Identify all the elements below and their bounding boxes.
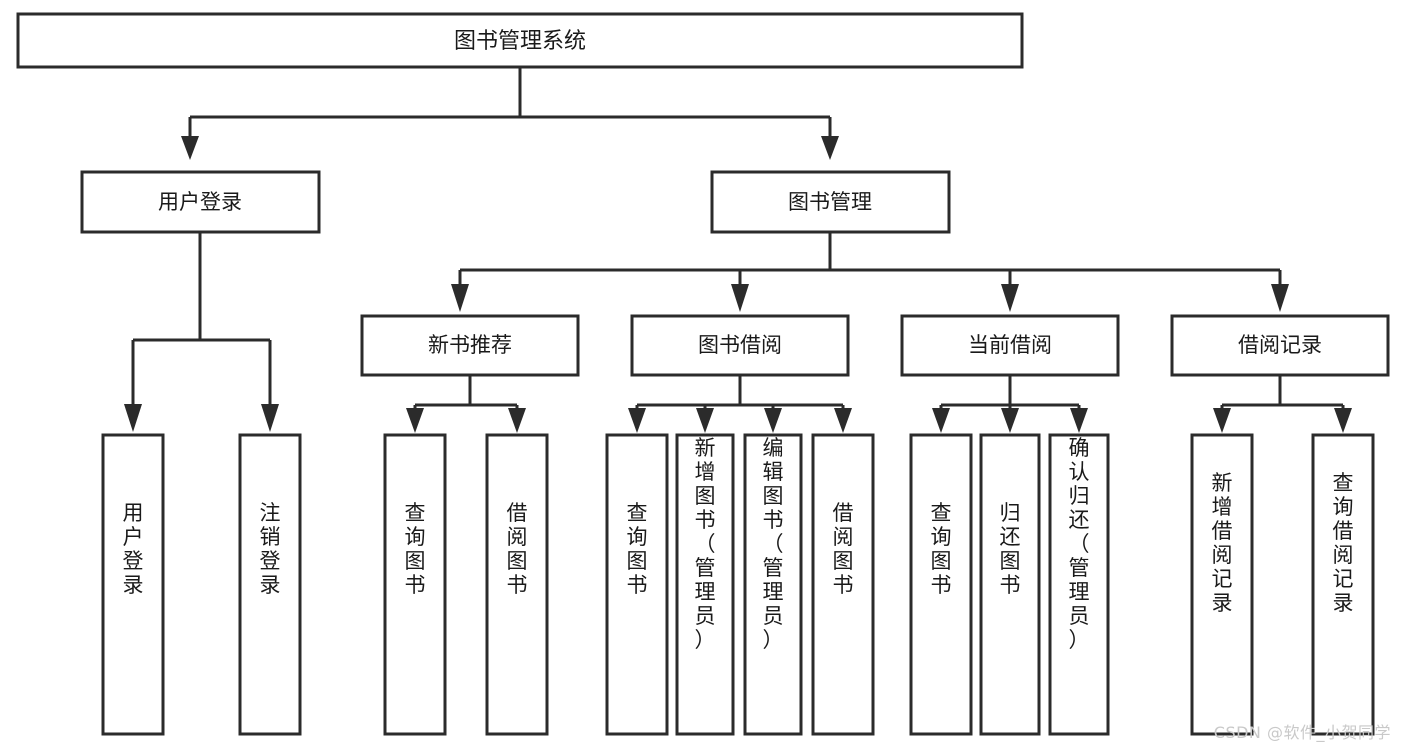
leaf-node-bb-borrow-book-box[interactable] [811,433,875,736]
leaf-node-bb-edit-book-box[interactable] [743,433,803,736]
node-book-manage-label: 图书管理 [788,190,872,214]
connector-group-user-login-to-leaves [124,232,279,432]
node-current-borrow-label: 当前借阅 [968,333,1052,357]
arrow-head-current-borrow [1001,284,1019,312]
leaf-node-nb-borrow-book-label: 借阅图书 [507,501,528,597]
connector-group-book-manage-to-level3 [451,232,1289,312]
arrow-head-book-manage [821,136,839,160]
leaf-node-br-add-record[interactable]: 新增借阅记录 [1190,433,1254,736]
leaf-node-bb-query-book-label: 查询图书 [627,501,648,597]
leaf-node-cb-return-book-label: 归还图书 [1000,501,1021,597]
node-root-system[interactable]: 图书管理系统 [16,12,1024,69]
arrow-head-new-book [451,284,469,312]
node-current-borrow-box[interactable] [900,314,1120,377]
leaf-node-logout[interactable]: 注销登录 [238,433,302,736]
node-user-login-box[interactable] [80,170,321,234]
connector-group-new-book-to-leaves [406,375,526,433]
leaf-node-bb-borrow-book[interactable]: 借阅图书 [811,433,875,736]
leaf-node-bb-add-book-box[interactable] [675,433,735,736]
leaf-node-nb-query-book-box[interactable] [383,433,447,736]
leaf-node-cb-return-book-box[interactable] [979,433,1041,736]
leaf-node-bb-add-book[interactable]: 新增图书（管理员） [675,433,735,736]
leaf-node-nb-borrow-book-box[interactable] [485,433,549,736]
node-book-borrow-box[interactable] [630,314,850,377]
node-new-book-recommend[interactable]: 新书推荐 [360,314,580,377]
leaf-node-br-add-record-label: 新增借阅记录 [1212,471,1233,615]
leaf-node-bb-add-book-label: 新增图书（管理员） [695,436,716,652]
leaf-node-bb-query-book-box[interactable] [605,433,669,736]
arrow-head-cb-leaf-2 [1001,408,1019,433]
arrow-head-bb-leaf-4 [834,408,852,433]
arrow-head-bb-leaf-1 [628,408,646,433]
leaf-node-bb-edit-book[interactable]: 编辑图书（管理员） [743,433,803,736]
node-new-book-recommend-label: 新书推荐 [428,333,512,357]
arrow-head-leaf-logout [261,404,279,432]
arrow-head-br-leaf-2 [1334,408,1352,433]
leaf-node-cb-confirm-return-label: 确认归还（管理员） [1069,436,1090,652]
node-root-system-box[interactable] [16,12,1024,69]
node-root-system-label: 图书管理系统 [454,29,586,54]
leaf-node-bb-borrow-book-label: 借阅图书 [833,501,854,597]
connector-group-current-borrow-to-leaves [932,375,1088,433]
arrow-head-borrow-record [1271,284,1289,312]
node-book-borrow[interactable]: 图书借阅 [630,314,850,377]
leaf-node-cb-query-book-box[interactable] [909,433,973,736]
node-borrow-record-label: 借阅记录 [1238,333,1322,357]
leaf-node-br-query-record-label: 查询借阅记录 [1333,471,1354,615]
leaf-node-user-login-label: 用户登录 [123,501,144,597]
leaf-node-bb-query-book[interactable]: 查询图书 [605,433,669,736]
leaf-node-cb-query-book-label: 查询图书 [931,501,952,597]
arrow-head-br-leaf-1 [1213,408,1231,433]
leaf-node-br-add-record-box[interactable] [1190,433,1254,736]
arrow-head-nb-leaf-1 [406,408,424,433]
node-user-login-label: 用户登录 [158,190,242,214]
connector-group-root-to-level2 [181,67,839,160]
leaf-node-user-login-box[interactable] [101,433,165,736]
leaf-node-user-login[interactable]: 用户登录 [101,433,165,736]
leaf-node-cb-confirm-return[interactable]: 确认归还（管理员） [1048,433,1110,736]
leaf-node-logout-box[interactable] [238,433,302,736]
leaf-node-logout-label: 注销登录 [260,501,281,597]
connector-group-book-borrow-to-leaves [628,375,852,433]
leaf-node-br-query-record-box[interactable] [1311,433,1375,736]
node-new-book-recommend-box[interactable] [360,314,580,377]
node-user-login[interactable]: 用户登录 [80,170,321,234]
leaf-node-nb-borrow-book[interactable]: 借阅图书 [485,433,549,736]
node-book-manage[interactable]: 图书管理 [710,170,951,234]
connector-group-borrow-record-to-leaves [1213,375,1352,433]
arrow-head-cb-leaf-1 [932,408,950,433]
leaf-node-cb-query-book[interactable]: 查询图书 [909,433,973,736]
arrow-head-book-borrow [731,284,749,312]
leaf-node-cb-confirm-return-box[interactable] [1048,433,1110,736]
arrow-head-bb-leaf-2 [696,408,714,433]
arrow-head-user-login [181,136,199,160]
arrow-head-bb-leaf-3 [764,408,782,433]
arrow-head-leaf-user-login [124,404,142,432]
node-current-borrow[interactable]: 当前借阅 [900,314,1120,377]
csdn-watermark: CSDN @软件_小贺同学 [1213,723,1391,742]
node-book-borrow-label: 图书借阅 [698,333,782,357]
leaf-node-bb-edit-book-label: 编辑图书（管理员） [763,436,784,652]
node-borrow-record-box[interactable] [1170,314,1390,377]
leaf-node-cb-return-book[interactable]: 归还图书 [979,433,1041,736]
leaf-node-nb-query-book-label: 查询图书 [405,501,426,597]
arrow-head-cb-leaf-3 [1070,408,1088,433]
node-book-manage-box[interactable] [710,170,951,234]
leaf-node-br-query-record[interactable]: 查询借阅记录 [1311,433,1375,736]
node-borrow-record[interactable]: 借阅记录 [1170,314,1390,377]
leaf-node-nb-query-book[interactable]: 查询图书 [383,433,447,736]
arrow-head-nb-leaf-2 [508,408,526,433]
